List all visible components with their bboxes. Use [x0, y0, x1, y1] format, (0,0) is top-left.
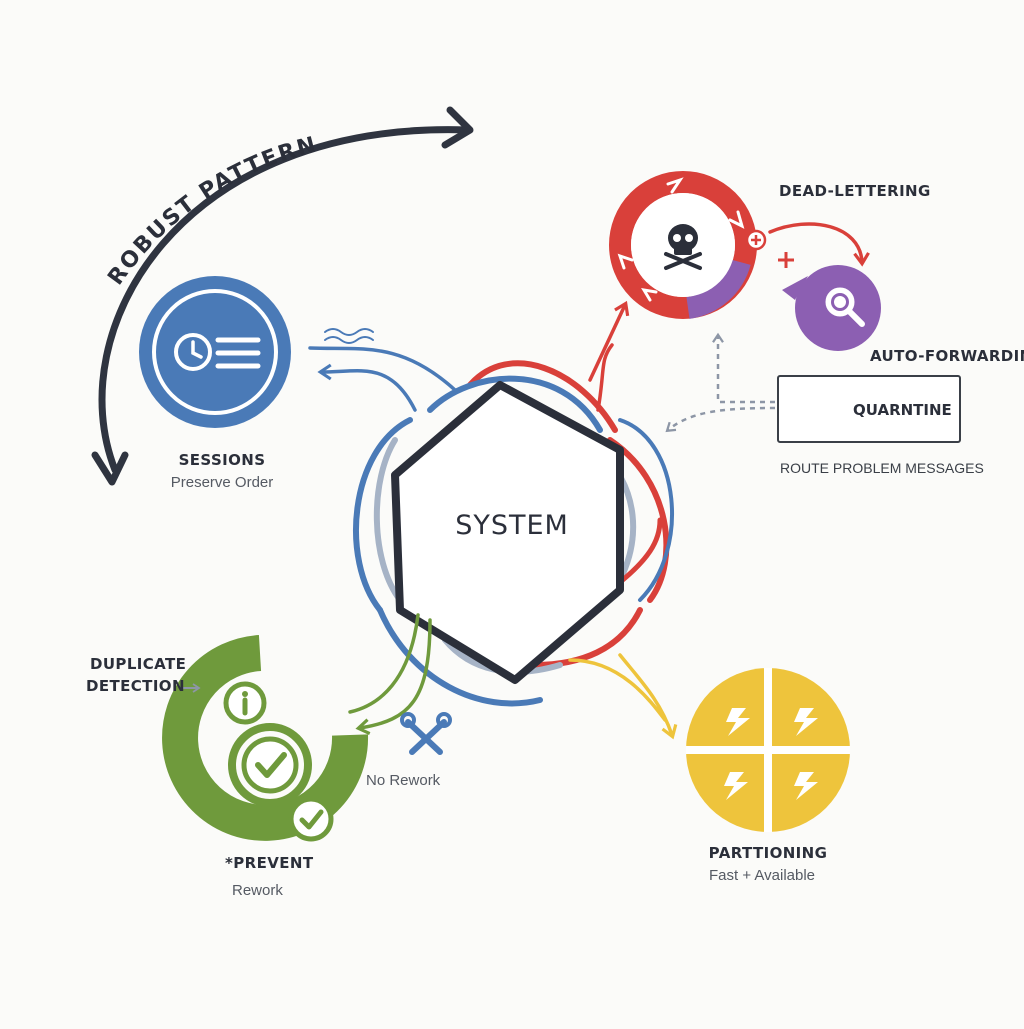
- sessions-node: [139, 276, 291, 428]
- duplicate-detection-node: [162, 635, 369, 841]
- prevent-title: *PREVENT: [225, 854, 314, 872]
- robust-pattern-label: ROBUST PATTERN: [103, 132, 320, 290]
- sessions-connector: [308, 328, 457, 412]
- system-woven-rings: [353, 360, 675, 707]
- no-rework-label: No Rework: [366, 772, 441, 789]
- dead-lettering-loop-arrow: [768, 222, 870, 267]
- duplicate-detection-title-line2: DETECTION: [86, 677, 185, 695]
- lightning-icons: [724, 708, 818, 800]
- dead-lettering-node: [609, 171, 757, 319]
- dead-lettering-connector: [588, 305, 625, 412]
- duplicate-detection-title-line1: DUPLICATE: [90, 655, 187, 673]
- prevent-subtitle: Rework: [232, 882, 283, 899]
- check-small-icon: [288, 796, 334, 842]
- system-hexagon: [391, 381, 624, 684]
- wrench-icon: [400, 712, 452, 755]
- skull-icon: [664, 224, 702, 270]
- system-label: SYSTEM: [455, 510, 569, 541]
- dead-lettering-title: DEAD-LETTERING: [779, 182, 931, 200]
- list-icon: [215, 337, 261, 369]
- partitioning-connector: [568, 653, 672, 735]
- quarantine-title: QUARNTINE: [853, 401, 952, 419]
- duplicate-detection-connector: [350, 613, 432, 728]
- auto-forwarding-title: AUTO-FORWARDING: [870, 347, 1024, 365]
- sessions-title: SESSIONS: [178, 451, 266, 469]
- quarantine-caption: ROUTE PROBLEM MESSAGES: [780, 460, 984, 476]
- quarantine-box: QUARNTINE: [777, 375, 961, 443]
- clock-icon: [174, 333, 212, 371]
- info-icon: [223, 681, 267, 725]
- quarantine-connectors: [665, 332, 776, 433]
- sessions-subtitle: Preserve Order: [170, 474, 274, 491]
- plus-badge-icon: [745, 229, 794, 268]
- partitioning-node: [686, 668, 850, 832]
- check-icon: [241, 736, 299, 794]
- partitioning-title: PARTTIONING: [708, 844, 828, 862]
- partitioning-subtitle: Fast + Available: [708, 867, 816, 884]
- magnifier-icon: [825, 287, 865, 327]
- robust-pattern-arc: [91, 106, 474, 486]
